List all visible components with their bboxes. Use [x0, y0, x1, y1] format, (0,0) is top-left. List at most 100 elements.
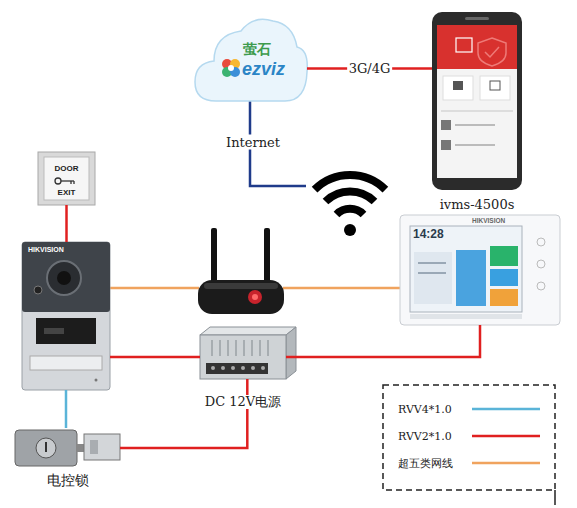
indoor-monitor-illustration-part	[490, 246, 518, 266]
power-supply-illustration-part-part	[211, 340, 213, 356]
indoor-monitor-illustration-part	[418, 272, 446, 274]
power-supply-illustration-part	[231, 366, 235, 370]
exit-button: DOOR EXIT	[38, 152, 95, 205]
legend-line-sample	[472, 409, 540, 463]
door-station-illustration	[22, 242, 110, 390]
phone-illustration-part	[465, 17, 489, 20]
power-supply-illustration-part-part	[227, 340, 229, 356]
node-text: 萤石	[243, 42, 271, 57]
power-supply: DC 12V电源	[200, 335, 286, 379]
cloud-shape-part	[228, 65, 234, 71]
indoor-monitor-illustration-part	[418, 262, 446, 264]
indoor-monitor-illustration-part	[410, 226, 522, 312]
wifi-symbol-part	[315, 175, 386, 190]
door-station: HIKVISION	[22, 242, 110, 390]
door-station-illustration-part	[95, 379, 98, 382]
network-cable-part	[283, 287, 400, 290]
power-supply-illustration-part-part	[259, 340, 261, 356]
door-station-illustration-part	[47, 261, 81, 295]
phone-illustration-part	[443, 76, 473, 100]
node-text: DC 12V电源	[203, 395, 283, 409]
indoor-monitor-illustration-part	[414, 252, 452, 304]
power-supply-illustration-part-part	[219, 340, 221, 356]
legend-line-sample-part	[472, 462, 540, 465]
phone-illustration-part	[478, 38, 506, 66]
door-station-illustration-part	[36, 318, 96, 344]
exit-button-illustration-part	[73, 181, 74, 184]
router-illustration-part	[248, 290, 262, 304]
mobile-phone: ivms-4500s	[432, 12, 522, 190]
wire-connector	[65, 390, 68, 428]
indoor-monitor-illustration-part	[537, 260, 545, 268]
power-supply-illustration-part	[206, 363, 268, 374]
power-supply-illustration-part	[200, 327, 296, 335]
wifi-symbol-part	[344, 224, 356, 236]
phone-illustration-part	[485, 47, 499, 57]
electric-lock-illustration	[15, 430, 120, 466]
legend-frame-part	[383, 385, 555, 490]
phone-illustration-part	[437, 25, 517, 178]
exit-button-illustration-part	[61, 180, 74, 181]
wire-connector	[286, 325, 480, 357]
wire-connector	[120, 379, 247, 448]
electric-lock-illustration-part	[15, 430, 77, 466]
electric-lock-illustration-part	[36, 438, 56, 458]
cloud-service: 萤石 ezviz	[195, 18, 307, 102]
electric-lock-illustration-part	[90, 440, 98, 454]
edge-label: 3G/4G	[347, 61, 393, 76]
power-supply-illustration-part-part	[235, 340, 237, 356]
exit-button-illustration	[38, 152, 95, 205]
node-text: DOOR EXIT	[47, 157, 86, 205]
power-supply-illustration-part	[261, 366, 265, 370]
wifi-symbol-part	[326, 191, 375, 201]
cloud-shape-part	[195, 19, 307, 101]
door-station-illustration-part	[30, 356, 102, 370]
power-supply-illustration-part	[251, 366, 255, 370]
wifi-symbol-part	[337, 209, 364, 215]
electric-lock-illustration-part	[84, 434, 120, 460]
legend-text: RVV4*1.0	[398, 403, 452, 416]
phone-illustration-part	[455, 124, 495, 126]
power-supply-illustration	[200, 327, 296, 379]
node-text: 14:28	[413, 228, 444, 241]
indoor-monitor-illustration-part	[410, 314, 522, 319]
legend-line-sample-part	[472, 435, 540, 438]
electric-lock-illustration-part	[45, 442, 47, 452]
router-illustration-part	[264, 228, 270, 288]
wire-label: Internet	[224, 135, 282, 150]
phone-illustration-part	[441, 120, 451, 130]
legend-frame	[383, 385, 555, 505]
indoor-monitor-illustration	[400, 215, 560, 325]
door-station-illustration-part	[22, 242, 110, 312]
router-illustration-part	[204, 283, 278, 289]
phone-illustration-part	[432, 12, 522, 190]
power-supply-illustration-part	[211, 366, 215, 370]
phone-illustration-part	[453, 81, 463, 90]
indoor-monitor-illustration-part	[537, 238, 545, 246]
node-text: ivms-4500s	[438, 198, 517, 212]
power-supply-illustration-part	[221, 366, 225, 370]
power-supply-illustration-part	[286, 327, 296, 379]
wire-connector	[65, 205, 68, 242]
legend-text: 超五类网线	[398, 456, 453, 471]
router-illustration	[198, 228, 284, 314]
power-supply-illustration-part-part	[267, 340, 269, 356]
door-station-illustration-part	[34, 286, 42, 294]
phone-illustration	[432, 12, 522, 190]
router-illustration-part	[252, 294, 258, 300]
power-supply-illustration-part-part	[243, 340, 245, 356]
router-illustration-part	[211, 228, 217, 288]
indoor-monitor-illustration-part	[490, 269, 518, 286]
router-illustration-part	[198, 280, 284, 314]
wire-connector	[110, 356, 200, 359]
phone-illustration-part	[441, 110, 513, 112]
indoor-monitor-illustration-part	[400, 215, 560, 325]
exit-button-illustration-part	[55, 178, 61, 184]
power-supply-illustration-part	[212, 340, 268, 356]
door-station-illustration-part	[22, 242, 110, 390]
legend-frame-part	[554, 490, 556, 505]
indoor-monitor: 14:28HIKVISION	[400, 215, 560, 325]
wifi-symbol	[315, 175, 386, 236]
node-text: ezviz	[242, 60, 285, 80]
